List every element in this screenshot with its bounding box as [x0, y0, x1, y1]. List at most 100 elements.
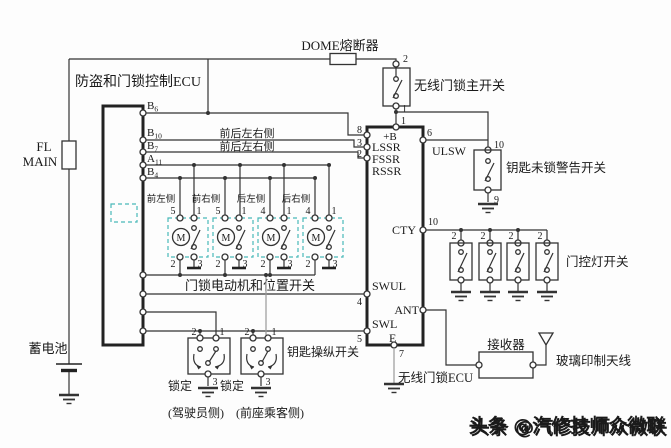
fl-main-label-line2: MAIN [23, 154, 58, 169]
fl-main-fuse-symbol [61, 140, 77, 170]
antenna-wire [536, 345, 547, 366]
ground-icon [251, 386, 271, 398]
wireless-ecu-label: 无线门锁ECU [398, 370, 473, 385]
ecu-pin7-label: 7 [399, 349, 404, 360]
bus-label-2: 前后左右侧 [220, 139, 275, 153]
svg-text:4: 4 [357, 297, 362, 308]
svg-text:3: 3 [266, 377, 271, 388]
antenna-icon [537, 332, 555, 347]
svg-text:3: 3 [357, 138, 362, 149]
door-light-switch-3: 2 [506, 231, 530, 302]
switch-blade-icon [484, 162, 495, 182]
motor-unit-front-right: M 5 1 2 3 前右侧 [192, 193, 254, 275]
receiver-label: 接收器 [487, 337, 525, 352]
key-switch-driver: 2 1 3 [187, 327, 231, 398]
svg-text:1: 1 [197, 206, 202, 217]
driver-side-label: (驾驶员侧) [168, 405, 224, 420]
svg-text:2: 2 [481, 231, 486, 242]
ground-icon [478, 202, 498, 214]
svg-text:3: 3 [333, 259, 338, 270]
motor-icon [261, 227, 281, 247]
lock-label-passenger: 锁定 [220, 378, 244, 393]
anti-theft-ecu-box [101, 104, 145, 347]
receiver-box [478, 351, 534, 379]
ecu-pin6-label: 6 [427, 128, 432, 139]
pin-label-b7: B7 [147, 140, 158, 154]
ant-label: ANT [394, 303, 419, 317]
svg-text:4: 4 [261, 206, 266, 217]
svg-text:前右侧: 前右侧 [192, 193, 221, 205]
svg-text:2: 2 [403, 54, 408, 65]
svg-text:头条 @汽修技师众微联: 头条 @汽修技师众微联 [471, 416, 668, 439]
svg-text:8: 8 [357, 125, 362, 136]
door-light-switch-2: 2 [478, 231, 502, 302]
svg-text:SWL: SWL [372, 317, 397, 331]
lower-bus-wires [146, 273, 364, 335]
svg-text:1: 1 [272, 327, 277, 338]
door-light-switch-label: 门控灯开关 [566, 254, 629, 269]
svg-text:FSSR: FSSR [372, 152, 400, 166]
motor-branch-wires [178, 163, 331, 215]
ulsw-label: ULSW [432, 144, 467, 158]
svg-text:LSSR: LSSR [372, 140, 401, 154]
svg-text:2: 2 [306, 259, 311, 270]
switch-blade-icon [190, 229, 201, 250]
motor-section-label: 门锁电动机和位置开关 [185, 278, 315, 293]
key-switch-label: 钥匙操纵开关 [287, 344, 359, 359]
svg-text:2: 2 [357, 149, 362, 160]
svg-text:1: 1 [220, 327, 225, 338]
svg-text:2: 2 [171, 259, 176, 270]
lock-arrow-right-icon [267, 353, 277, 368]
door-light-switch-4: 2 [535, 231, 559, 302]
svg-text:前左侧: 前左侧 [147, 193, 176, 205]
top-power-wire [69, 58, 397, 60]
lock-arrow-left-icon [246, 353, 255, 368]
svg-text:CTY: CTY [392, 223, 416, 237]
svg-text:RSSR: RSSR [372, 164, 401, 178]
ecu-bus-wires [146, 112, 364, 179]
pin-label-b4: B4 [147, 166, 158, 180]
fl-main-label-line1: FL [36, 139, 51, 154]
switch-blade-icon [280, 229, 291, 250]
svg-text:5: 5 [171, 206, 176, 217]
watermark: 头条 @汽修技师众微联 头条 @汽修技师众微联 [469, 414, 668, 439]
switch-blade-icon [325, 229, 336, 250]
key-switch-passenger: 2 1 3 [240, 327, 284, 398]
key-warning-switch: 10 9 [473, 140, 504, 214]
svg-text:M: M [177, 233, 186, 244]
svg-text:2: 2 [538, 231, 543, 242]
svg-text:M: M [312, 233, 321, 244]
motor-icon [171, 227, 191, 247]
svg-text:9: 9 [494, 195, 499, 206]
battery-label: 蓄电池 [28, 341, 67, 356]
svg-text:1: 1 [332, 206, 337, 217]
svg-text:3: 3 [288, 259, 293, 270]
ant-wire [426, 309, 476, 366]
switch-blade-icon [261, 350, 269, 363]
svg-text:5: 5 [216, 206, 221, 217]
svg-text:SWUL: SWUL [372, 279, 406, 293]
svg-text:E: E [389, 331, 396, 345]
dome-fuse-symbol [329, 52, 357, 66]
switch-blade-icon [235, 229, 246, 250]
svg-text:后左侧: 后左侧 [237, 193, 266, 205]
battery-symbol [56, 363, 82, 405]
svg-text:1: 1 [242, 206, 247, 217]
ground-icon [537, 290, 557, 302]
door-light-switch-1: 2 [449, 231, 473, 302]
svg-text:4: 4 [306, 206, 311, 217]
ground-icon [451, 290, 471, 302]
svg-text:M: M [222, 233, 231, 244]
svg-text:后右侧: 后右侧 [282, 193, 311, 205]
svg-text:2: 2 [509, 231, 514, 242]
motor-unit-rear-left: M 4 1 2 3 后左侧 [237, 193, 299, 275]
cty-bus-wire [426, 229, 548, 240]
pin-label-b10: B10 [147, 127, 162, 141]
ecu-pin1-label: 1 [401, 116, 406, 127]
left-ecu-pins [139, 109, 147, 335]
main-switch-label: 无线门锁主开关 [414, 78, 505, 93]
motor-unit-rear-right: M 4 1 2 3 后右侧 [282, 193, 344, 275]
ground-icon [384, 382, 404, 394]
svg-text:3: 3 [213, 377, 218, 388]
dome-fuse-label: DOME熔断器 [301, 38, 378, 53]
